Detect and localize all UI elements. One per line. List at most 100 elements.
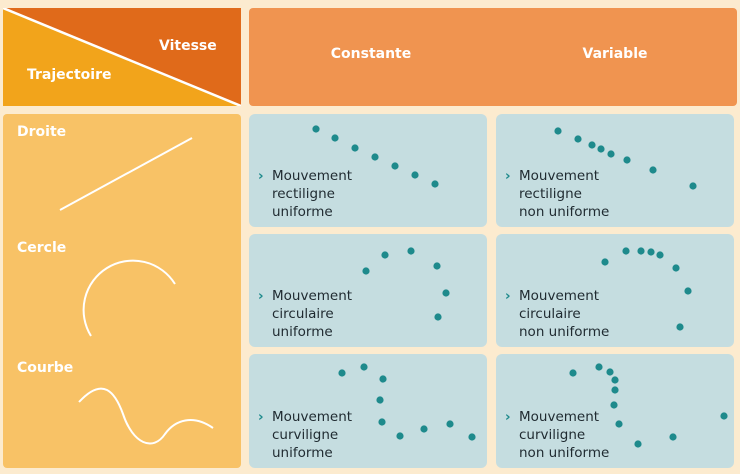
motion-dot (434, 313, 442, 321)
motion-dots (554, 127, 697, 190)
motion-dot (622, 247, 630, 255)
chevron-right-icon: › (505, 288, 511, 304)
motion-dots (338, 363, 476, 441)
chevron-right-icon: › (258, 168, 264, 184)
caption-line: uniforme (272, 204, 333, 220)
motion-dot (672, 264, 680, 272)
motion-dot (615, 420, 623, 428)
motion-dot (656, 251, 664, 259)
motion-dot (407, 247, 415, 255)
motion-dot (647, 248, 655, 256)
motion-dot (597, 145, 605, 153)
trajectory-icons (59, 137, 214, 445)
caption-line: curviligne (272, 427, 339, 443)
wavy-curve-icon (78, 387, 214, 445)
row-label-droite: Droite (17, 124, 67, 140)
motion-dot (669, 433, 677, 441)
circle-arc-icon (82, 259, 176, 337)
caption-line: uniforme (272, 324, 333, 340)
motion-dot (442, 289, 450, 297)
motion-dot (676, 323, 684, 331)
motion-dots (569, 363, 728, 448)
motion-dot (595, 363, 603, 371)
motion-dot (649, 166, 657, 174)
motion-dot (312, 125, 320, 133)
caption-line: non uniforme (519, 324, 610, 340)
caption-line: uniforme (272, 445, 333, 461)
corner-header: Vitesse Trajectoire (2, 6, 242, 108)
caption-line: non uniforme (519, 445, 610, 461)
caption-line: Mouvement (519, 168, 600, 184)
motion-dot (371, 153, 379, 161)
motion-dot (338, 369, 346, 377)
motion-dot (720, 412, 728, 420)
motion-dot (606, 368, 614, 376)
motion-dot (420, 425, 428, 433)
column-header-label: Constante (330, 46, 412, 62)
chevron-right-icon: › (505, 168, 511, 184)
cell-caption: › Mouvement curviligne uniforme (258, 408, 353, 462)
trajectory-label: Trajectoire (27, 67, 112, 83)
column-header-constante: Constante (249, 8, 493, 106)
motion-dot (376, 396, 384, 404)
motion-dot (378, 418, 386, 426)
motion-dot (396, 432, 404, 440)
caption-line: rectiligne (272, 186, 335, 202)
caption-line: Mouvement (272, 168, 353, 184)
motion-dot (554, 127, 562, 135)
caption-line: Mouvement (272, 288, 353, 304)
motion-dot (446, 420, 454, 428)
motion-dot (431, 180, 439, 188)
caption-line: non uniforme (519, 204, 610, 220)
motion-dot (610, 401, 618, 409)
motion-dots (312, 125, 439, 188)
motion-dot (433, 262, 441, 270)
motion-dot (611, 386, 619, 394)
corner-diagonal (2, 6, 242, 108)
motion-dot (689, 182, 697, 190)
chevron-right-icon: › (258, 288, 264, 304)
cell-caption: › Mouvement rectiligne uniforme (258, 167, 353, 221)
caption-line: Mouvement (519, 288, 600, 304)
motion-dot (574, 135, 582, 143)
motion-dot (351, 144, 359, 152)
straight-line-icon (59, 137, 193, 211)
motion-dots (601, 247, 692, 331)
cell-caption: › Mouvement rectiligne non uniforme (505, 167, 610, 221)
caption-line: curviligne (519, 427, 586, 443)
motion-dot (601, 258, 609, 266)
caption-line: Mouvement (519, 409, 600, 425)
cell-curviligne-non-uniforme: › Mouvement curviligne non uniforme (496, 354, 734, 468)
motion-dot (391, 162, 399, 170)
cell-rectiligne-uniforme: › Mouvement rectiligne uniforme (249, 114, 487, 227)
motion-dot (569, 369, 577, 377)
motion-dot (411, 171, 419, 179)
motion-dot (360, 363, 368, 371)
corner-split-graphic (2, 6, 242, 108)
cell-circulaire-uniforme: › Mouvement circulaire uniforme (249, 234, 487, 347)
chevron-right-icon: › (258, 409, 264, 425)
chevron-right-icon: › (505, 409, 511, 425)
caption-line: circulaire (272, 306, 334, 322)
cell-caption: › Mouvement circulaire non uniforme (505, 287, 610, 341)
motion-dot (331, 134, 339, 142)
speed-label: Vitesse (159, 38, 217, 54)
motion-dot (468, 433, 476, 441)
caption-line: Mouvement (272, 409, 353, 425)
row-label-cercle: Cercle (17, 240, 67, 256)
column-header-variable: Variable (493, 8, 737, 106)
motion-dots (362, 247, 450, 321)
row-label-courbe: Courbe (17, 360, 74, 376)
cell-rectiligne-non-uniforme: › Mouvement rectiligne non uniforme (496, 114, 734, 227)
cell-curviligne-uniforme: › Mouvement curviligne uniforme (249, 354, 487, 468)
caption-line: circulaire (519, 306, 581, 322)
column-header-bar (249, 8, 737, 106)
caption-line: rectiligne (519, 186, 582, 202)
cell-caption: › Mouvement curviligne non uniforme (505, 408, 610, 462)
column-header-label: Variable (582, 46, 648, 62)
cell-circulaire-non-uniforme: › Mouvement circulaire non uniforme (496, 234, 734, 347)
motion-dot (381, 251, 389, 259)
motion-dot (379, 375, 387, 383)
motion-dot (588, 141, 596, 149)
motion-dot (362, 267, 370, 275)
